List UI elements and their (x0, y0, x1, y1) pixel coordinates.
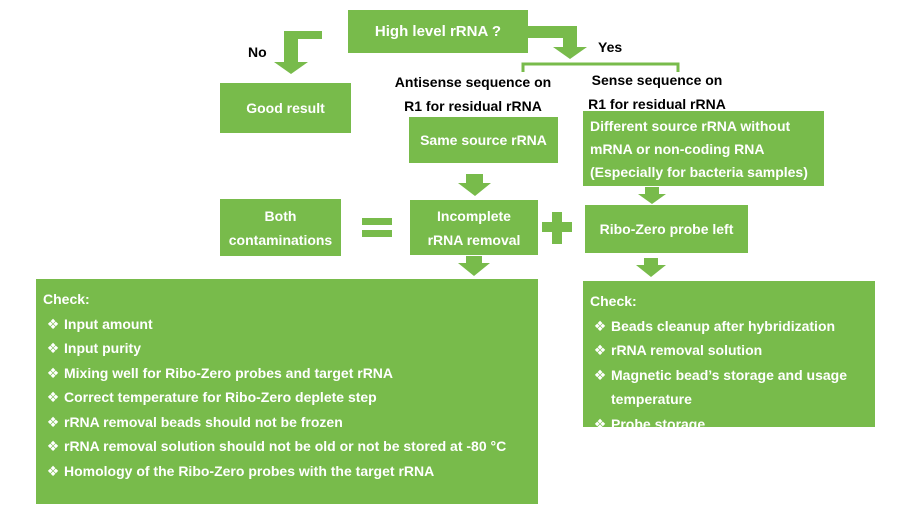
same-source-text: Same source rRNA (420, 132, 547, 148)
check-left-title: Check: (43, 291, 90, 307)
different-source-line-3: (Especially for bacteria samples) (590, 164, 808, 180)
check-list-item: ❖Input purity (43, 336, 538, 361)
check-list-item-text: Probe storage (611, 415, 706, 432)
yes-arrow (528, 26, 587, 59)
good-result-box: Good result (220, 83, 351, 133)
different-source-line-1: Different source rRNA without (590, 118, 791, 134)
check-list-item-text: Correct temperature for Ribo-Zero deplet… (64, 389, 377, 405)
check-list-item: temperature (590, 387, 875, 412)
both-contaminations-box: Both contaminations (220, 199, 341, 256)
incomplete-rrna-removal-box: Incomplete rRNA removal (410, 200, 538, 255)
incomplete-line-1: Incomplete (437, 207, 511, 224)
check-right-title: Check: (590, 293, 637, 309)
check-list-item-text: rRNA removal solution (611, 342, 763, 358)
both-line-2: contaminations (228, 231, 333, 248)
down-arrow-different-source (638, 187, 666, 204)
check-list-item-text: Beads cleanup after hybridization (611, 317, 836, 334)
four-diamond-bullet-icon: ❖ (46, 340, 60, 356)
sense-label-line-1: Sense sequence on (591, 72, 723, 88)
four-diamond-bullet-icon: ❖ (46, 413, 60, 430)
ribo-zero-probe-left-box: Ribo-Zero probe left (585, 205, 748, 253)
four-diamond-bullet-icon: ❖ (593, 342, 607, 358)
good-result-text: Good result (246, 100, 325, 116)
four-diamond-bullet-icon: ❖ (46, 364, 60, 381)
antisense-label-line-1: Antisense sequence on (394, 74, 552, 90)
check-list-item: ❖rRNA removal solution should not be old… (43, 434, 538, 459)
check-list-item: ❖Correct temperature for Ribo-Zero deple… (43, 385, 538, 410)
check-list-item-text: Homology of the Ribo-Zero probes with th… (64, 462, 435, 479)
different-source-line-2: mRNA or non-coding RNA (590, 141, 765, 157)
different-source-box: Different source rRNA without mRNA or no… (583, 111, 824, 186)
check-left-list: ❖Input amount❖Input purity❖Mixing well f… (43, 312, 538, 484)
yes-label: Yes (598, 39, 623, 55)
four-diamond-bullet-icon: ❖ (593, 415, 607, 432)
sense-label: Sense sequence on R1 for residual rRNA (582, 68, 732, 116)
no-arrow (274, 31, 322, 74)
check-list-item: ❖rRNA removal beads should not be frozen (43, 410, 538, 435)
decision-question-text: High level rRNA ? (374, 22, 502, 40)
check-right-box: Check: ❖Beads cleanup after hybridizatio… (583, 281, 875, 432)
branch-bracket (521, 62, 680, 72)
antisense-label: Antisense sequence on R1 for residual rR… (388, 70, 558, 118)
check-list-item: ❖Mixing well for Ribo-Zero probes and ta… (43, 361, 538, 386)
equals-bar-bottom (362, 230, 392, 237)
check-list-item-text: rRNA removal beads should not be frozen (64, 413, 343, 430)
down-arrow-same-source (458, 174, 491, 196)
four-diamond-bullet-icon: ❖ (593, 317, 607, 334)
check-list-item-text: Input purity (64, 340, 141, 356)
check-list-item-text: Magnetic bead’s storage and usage (611, 366, 847, 383)
check-list-item-text: Input amount (64, 315, 153, 332)
antisense-label-line-2: R1 for residual rRNA (404, 98, 542, 114)
four-diamond-bullet-icon: ❖ (46, 389, 60, 405)
check-list-item-text: rRNA removal solution should not be old … (64, 438, 507, 454)
four-diamond-bullet-icon: ❖ (46, 315, 60, 332)
check-list-item: ❖Homology of the Ribo-Zero probes with t… (43, 459, 538, 484)
no-label: No (248, 44, 267, 60)
sense-label-line-2: R1 for residual rRNA (588, 96, 726, 112)
down-arrow-incomplete (458, 256, 490, 276)
same-source-box: Same source rRNA (409, 117, 558, 163)
check-list-item: ❖rRNA removal solution (590, 338, 875, 363)
check-list-item-text: temperature (611, 391, 692, 407)
equals-bar-top (362, 218, 392, 225)
check-left-box: Check: ❖Input amount❖Input purity❖Mixing… (36, 279, 538, 504)
check-list-item: ❖Magnetic bead’s storage and usage (590, 363, 875, 388)
probe-left-text: Ribo-Zero probe left (599, 221, 734, 237)
decision-high-level-rrna: High level rRNA ? (348, 10, 528, 53)
check-list-item: ❖Input amount (43, 312, 538, 337)
plus-bar-vertical (552, 212, 562, 244)
down-arrow-probe-left (636, 258, 666, 277)
four-diamond-bullet-icon: ❖ (46, 462, 60, 479)
four-diamond-bullet-icon: ❖ (46, 438, 60, 454)
check-right-list: ❖Beads cleanup after hybridization❖rRNA … (590, 314, 875, 437)
both-line-1: Both (264, 207, 297, 224)
four-diamond-bullet-icon: ❖ (593, 366, 607, 383)
incomplete-line-2: rRNA removal (427, 231, 521, 248)
check-list-item-text: Mixing well for Ribo-Zero probes and tar… (64, 364, 394, 381)
check-list-item: ❖Probe storage (590, 412, 875, 437)
check-list-item: ❖Beads cleanup after hybridization (590, 314, 875, 339)
